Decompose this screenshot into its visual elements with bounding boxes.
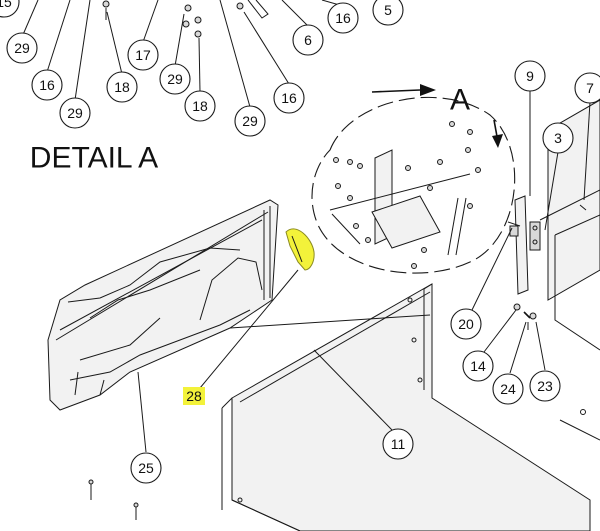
callout-label: 23 xyxy=(537,378,553,394)
callout-label: 18 xyxy=(114,79,130,95)
callout-label: 15 xyxy=(0,0,12,10)
callout-6: 6 xyxy=(292,24,324,56)
callout-label: 14 xyxy=(470,358,486,374)
callout-circle xyxy=(127,39,159,71)
callout-circle xyxy=(0,0,20,18)
callout-29: 29 xyxy=(59,97,91,129)
callout-16: 16 xyxy=(31,69,63,101)
panel-part-11 xyxy=(221,283,591,531)
view-letter-a: A xyxy=(450,84,470,117)
callout-16: 16 xyxy=(327,2,359,34)
callout-circle xyxy=(292,24,324,56)
callout-label: 20 xyxy=(458,316,474,332)
callout-label: 17 xyxy=(135,47,151,63)
callout-label: 25 xyxy=(138,460,154,476)
callout-circle xyxy=(31,69,63,101)
callout-circle xyxy=(462,350,494,382)
callout-circle xyxy=(273,82,305,114)
callout-label: 5 xyxy=(384,2,392,18)
callout-circle xyxy=(130,452,162,484)
callout-circle xyxy=(574,72,600,104)
top-hardware xyxy=(102,0,269,38)
callout-11: 11 xyxy=(382,428,414,460)
callout-label: 16 xyxy=(39,77,55,93)
callout-circle xyxy=(327,2,359,34)
callout-circle xyxy=(106,71,138,103)
callout-29: 29 xyxy=(234,105,266,137)
highlighted-part-28 xyxy=(285,228,315,271)
callout-label: 28 xyxy=(186,388,202,404)
callout-circle xyxy=(382,428,414,460)
callout-label: 7 xyxy=(586,80,594,96)
callout-label: 9 xyxy=(526,68,534,84)
callout-label: 16 xyxy=(335,10,351,26)
callout-label: 16 xyxy=(281,90,297,106)
detail-fasteners xyxy=(333,121,481,269)
callout-circle xyxy=(159,63,191,95)
callout-label: 18 xyxy=(192,98,208,114)
callout-layer: 15 29 16 29 18 17 29 18 29 16 6 16 5 9 7 3 20 14 24 23 11 28 2… xyxy=(0,0,600,484)
callout-label: 11 xyxy=(391,436,406,452)
detail-a-circle xyxy=(311,84,516,274)
callout-29: 29 xyxy=(6,32,38,64)
hardware-group xyxy=(513,303,537,330)
callout-20: 20 xyxy=(450,308,482,340)
callout-3: 3 xyxy=(542,122,574,154)
callout-circle xyxy=(492,373,524,405)
bracket-part-9 xyxy=(507,195,541,295)
callout-23: 23 xyxy=(529,370,561,402)
callout-label: 24 xyxy=(500,381,516,397)
detail-a-title: DETAIL A xyxy=(30,142,158,175)
callout-circle xyxy=(542,122,574,154)
callout-label: 29 xyxy=(242,113,258,129)
callout-circle xyxy=(450,308,482,340)
callout-14: 14 xyxy=(462,350,494,382)
callout-15: 15 xyxy=(0,0,20,18)
callout-circle xyxy=(514,60,546,92)
callout-18: 18 xyxy=(106,71,138,103)
callout-18: 18 xyxy=(184,90,216,122)
callout-17: 17 xyxy=(127,39,159,71)
callout-label: 3 xyxy=(554,130,562,146)
callout-7: 7 xyxy=(574,72,600,104)
callout-circle xyxy=(372,0,404,26)
callout-16: 16 xyxy=(273,82,305,114)
callout-9: 9 xyxy=(514,60,546,92)
callout-circle xyxy=(6,32,38,64)
callout-label: 29 xyxy=(14,40,30,56)
callout-circle xyxy=(184,90,216,122)
callout-25: 25 xyxy=(130,452,162,484)
bottom-bolts xyxy=(88,479,139,520)
callout-29: 29 xyxy=(159,63,191,95)
callout-28: 28 xyxy=(183,387,205,405)
callout-label: 6 xyxy=(304,32,312,48)
callout-highlight xyxy=(183,387,205,405)
callout-label: 29 xyxy=(67,105,83,121)
callout-circle xyxy=(59,97,91,129)
callout-24: 24 xyxy=(492,373,524,405)
callout-circle xyxy=(234,105,266,137)
callout-label: 29 xyxy=(167,71,183,87)
callout-circle xyxy=(529,370,561,402)
callout-5: 5 xyxy=(372,0,404,26)
detail-a-shroud xyxy=(47,199,431,411)
